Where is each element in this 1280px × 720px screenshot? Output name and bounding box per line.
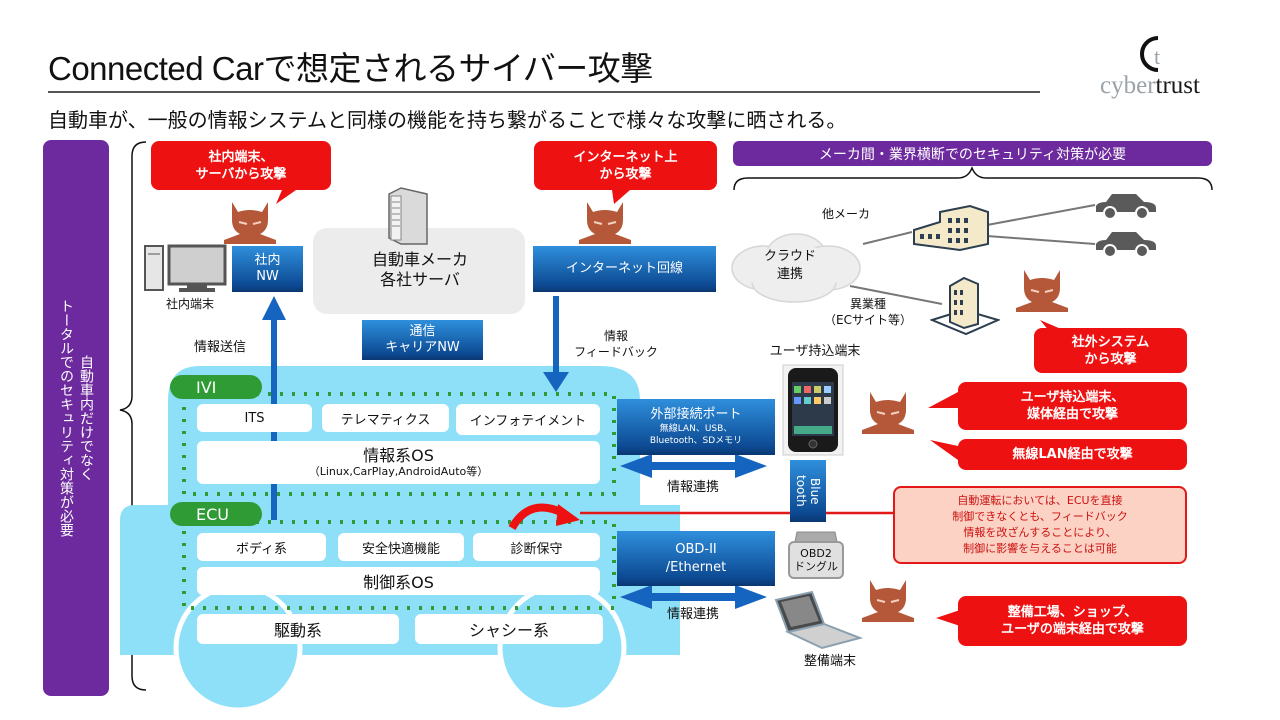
info-link-arrow-upper: [620, 454, 767, 478]
car-icon: [1096, 232, 1156, 258]
callout-user-device-attack: ユーザ持込端末、 媒体経由で攻撃: [958, 382, 1187, 430]
car-icon: [1096, 194, 1156, 220]
ivi-os-sub: （Linux,CarPlay,AndroidAuto等）: [308, 464, 489, 478]
ivi-app-its: ITS: [197, 404, 312, 432]
ivi-dotted-border: [182, 392, 616, 496]
external-port-box: 外部接続ポート 無線LAN、USB、 Bluetooth、SDメモリ: [617, 399, 775, 455]
cloud-icon: [731, 233, 861, 303]
attacker-devil-icon: [1016, 270, 1068, 312]
info-send-label: 情報送信: [193, 340, 246, 355]
desktop-pc-icon: [144, 244, 227, 292]
obd-ethernet-box: OBD-II /Ethernet: [617, 531, 775, 586]
page-subtitle: 自動車が、一般の情報システムと同様の機能を持ち繋がることで様々な攻撃に晒される。: [48, 108, 847, 132]
cybertrust-logo-mark-icon: t: [1140, 36, 1160, 72]
info-link-label-lower: 情報連携: [666, 607, 719, 622]
attacker-devil-icon: [862, 580, 914, 622]
callout-external-system-attack: 社外システム から攻撃: [1034, 328, 1187, 373]
maintenance-terminal-label: 整備端末: [803, 654, 856, 669]
total-security-banner: 自動車内だけでなく トータルでのセキュリティ対策が必要: [43, 140, 109, 696]
callout-internal-attack: 社内端末、 サーバから攻撃: [151, 141, 331, 190]
callout-maintenance-attack: 整備工場、ショップ、 ユーザの端末経由で攻撃: [958, 596, 1187, 646]
other-industry-label: 異業種 （ECサイト等）: [824, 297, 912, 327]
office-building-icon: [930, 276, 1000, 336]
autonomous-driving-note: 自動運転においては、ECUを直接 制御できなくとも、フィードバック 情報を改ざん…: [893, 486, 1187, 564]
internal-terminal-label: 社内端末: [165, 297, 214, 311]
cross-industry-banner: メーカ間・業界横断でのセキュリティ対策が必要: [733, 141, 1212, 166]
internet-line-box: インターネット回線: [533, 246, 716, 292]
internal-nw-box: 社内 NW: [232, 246, 303, 292]
title-divider: [48, 91, 1040, 93]
cybertrust-logo: cybertrust: [1100, 72, 1200, 99]
tamper-curved-arrow-icon: [508, 503, 580, 531]
car-wheel-rear: [497, 583, 627, 713]
maker-server-box: [313, 228, 525, 314]
ecu-tag: ECU: [170, 502, 262, 526]
attacker-devil-icon: [862, 392, 914, 434]
left-brace: [119, 141, 147, 691]
laptop-icon: [774, 590, 864, 650]
user-device-label: ユーザ持込端末: [769, 344, 861, 359]
ecu-app-body: ボディ系: [197, 533, 326, 561]
ivi-tag: IVI: [170, 375, 262, 399]
obd-dongle-label: OBD2 ドングル: [794, 547, 838, 573]
maker-server-label: 自動車メーカ 各社サーバ: [371, 250, 468, 289]
ecu-drive-system: 駆動系: [197, 614, 399, 644]
ecu-os-box: 制御系OS: [197, 567, 600, 595]
external-port-title: 外部接続ポート: [650, 407, 742, 422]
factory-building-icon: [913, 204, 989, 252]
ivi-os-title: 情報系OS: [363, 445, 434, 465]
ecu-app-safety: 安全快適機能: [338, 533, 464, 561]
ecu-app-diagnosis: 診断保守: [473, 533, 600, 561]
attacker-devil-icon: [224, 202, 276, 244]
bluetooth-box: Blue tooth: [790, 460, 826, 522]
car-wheel-front: [173, 583, 303, 713]
ivi-app-telematics: テレマティクス: [322, 404, 449, 432]
callout-internet-attack: インターネット上 から攻撃: [534, 141, 717, 190]
info-link-label-upper: 情報連携: [666, 480, 719, 495]
info-link-arrow-lower: [620, 585, 767, 609]
attacker-devil-icon: [579, 202, 631, 244]
info-feedback-label: 情報 フィードバック: [574, 329, 658, 359]
top-brace: [733, 165, 1213, 191]
server-tower-icon: [388, 187, 428, 245]
carrier-nw-box: 通信 キャリアNW: [362, 320, 483, 360]
ecu-chassis-system: シャシー系: [415, 614, 603, 644]
cloud-label: クラウド 連携: [763, 249, 816, 282]
obd-dongle-icon: [788, 531, 844, 579]
page-title: Connected Carで想定されるサイバー攻撃: [48, 50, 653, 87]
info-feedback-arrow: [543, 296, 569, 392]
ivi-os-box: 情報系OS （Linux,CarPlay,AndroidAuto等）: [197, 441, 600, 484]
callout-wireless-lan-attack: 無線LAN経由で攻撃: [958, 439, 1187, 470]
other-maker-label: 他メーカ: [821, 207, 870, 221]
ivi-app-infotainment: インフォテイメント: [456, 404, 600, 435]
svg-text:t: t: [1154, 44, 1160, 69]
external-port-sub: 無線LAN、USB、 Bluetooth、SDメモリ: [649, 424, 743, 446]
smartphone-icon: [782, 364, 844, 456]
total-security-text: 自動車内だけでなく トータルでのセキュリティ対策が必要: [58, 299, 94, 537]
